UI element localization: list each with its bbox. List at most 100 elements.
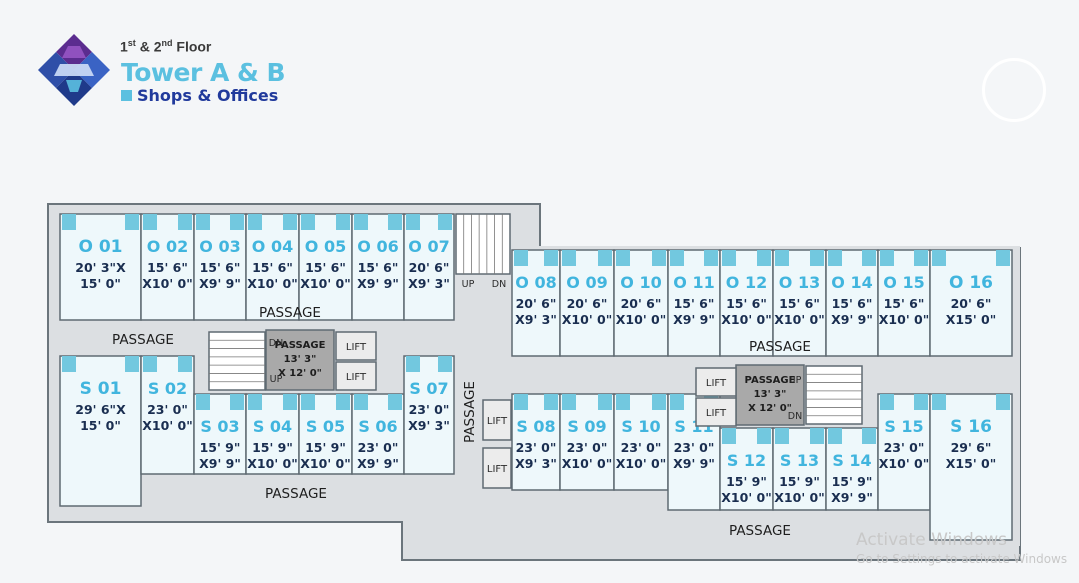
unit-dim-line2: X10' 0" bbox=[562, 456, 612, 471]
unit-code: S 05 bbox=[306, 417, 345, 436]
stair-outline bbox=[805, 365, 863, 425]
window-block bbox=[354, 214, 368, 230]
unit-dim-line2: X15' 0" bbox=[946, 456, 996, 471]
window-block bbox=[932, 250, 946, 266]
unit-dim-line1: 15' 6" bbox=[147, 260, 188, 275]
page-subtitle: Shops & Offices bbox=[121, 86, 278, 105]
unit-dim-line2: X10' 0" bbox=[247, 276, 297, 291]
window-block bbox=[862, 250, 876, 266]
unit-dim-line1: 15' 6" bbox=[252, 260, 293, 275]
unit-code: O 07 bbox=[408, 237, 449, 256]
window-block bbox=[178, 356, 192, 372]
core-lobby bbox=[735, 364, 805, 426]
window-block bbox=[598, 250, 612, 266]
unit-outline bbox=[193, 213, 247, 321]
window-block bbox=[562, 250, 576, 266]
unit-code: S 15 bbox=[884, 417, 923, 436]
unit-dim-line2: X10' 0" bbox=[142, 418, 192, 433]
unit-dim-line2: X10' 0" bbox=[300, 276, 350, 291]
unit-outline bbox=[929, 249, 1013, 357]
unit-code: S 12 bbox=[727, 451, 766, 470]
window-block bbox=[143, 356, 157, 372]
lift-box bbox=[482, 447, 512, 489]
stair-up-label: UP bbox=[270, 374, 283, 385]
window-block bbox=[652, 394, 666, 410]
unit-dim-line1: 20' 3"X bbox=[75, 260, 126, 275]
unit-dim-line1: 20' 6" bbox=[621, 296, 662, 311]
unit-outline bbox=[59, 355, 142, 507]
unit-code: S 06 bbox=[358, 417, 397, 436]
window-block bbox=[775, 250, 789, 266]
unit-code: O 10 bbox=[620, 273, 661, 292]
window-block bbox=[438, 356, 452, 372]
window-block bbox=[598, 394, 612, 410]
window-block bbox=[616, 250, 630, 266]
unit-outline bbox=[351, 213, 405, 321]
core-dim-line2: X 12' 0" bbox=[278, 368, 322, 379]
unit-outline bbox=[719, 249, 774, 357]
unit-dim-line2: 15' 0" bbox=[80, 276, 121, 291]
unit-dim-line1: 15' 6" bbox=[726, 296, 767, 311]
unit-code: O 13 bbox=[779, 273, 820, 292]
unit-dim-line2: X10' 0" bbox=[774, 312, 824, 327]
window-block bbox=[230, 214, 244, 230]
window-block bbox=[388, 394, 402, 410]
unit-dim-line2: X9' 9" bbox=[199, 276, 241, 291]
unit-outline bbox=[511, 249, 561, 357]
unit-dim-line2: X10' 0" bbox=[879, 312, 929, 327]
window-block bbox=[616, 394, 630, 410]
unit-dim-line2: X10' 0" bbox=[562, 312, 612, 327]
unit-dim-line1: 15' 6" bbox=[200, 260, 241, 275]
unit-dim-line2: X10' 0" bbox=[774, 490, 824, 505]
unit-dim-line2: X9' 3" bbox=[515, 312, 557, 327]
unit-dim-line1: 15' 9" bbox=[305, 440, 346, 455]
lift-box bbox=[695, 367, 737, 397]
lift-label: LIFT bbox=[346, 342, 367, 353]
brand-logo-icon bbox=[38, 34, 110, 106]
brochure-header: 1st & 2nd Floor Tower A & B Shops & Offi… bbox=[0, 0, 1079, 200]
unit-dim-line2: X10' 0" bbox=[247, 456, 297, 471]
window-block bbox=[143, 214, 157, 230]
passage-label: PASSAGE bbox=[749, 339, 811, 355]
unit-dim-line2: X9' 9" bbox=[673, 456, 715, 471]
window-block bbox=[301, 394, 315, 410]
stair-up-label: UP bbox=[462, 279, 475, 290]
unit-dim-line1: 23' 0" bbox=[409, 402, 450, 417]
unit-dim-line2: X15' 0" bbox=[946, 312, 996, 327]
unit-code: S 04 bbox=[253, 417, 292, 436]
unit-outline bbox=[877, 249, 931, 357]
unit-dim-line2: 15' 0" bbox=[80, 418, 121, 433]
unit-dim-line2: X10' 0" bbox=[721, 312, 771, 327]
